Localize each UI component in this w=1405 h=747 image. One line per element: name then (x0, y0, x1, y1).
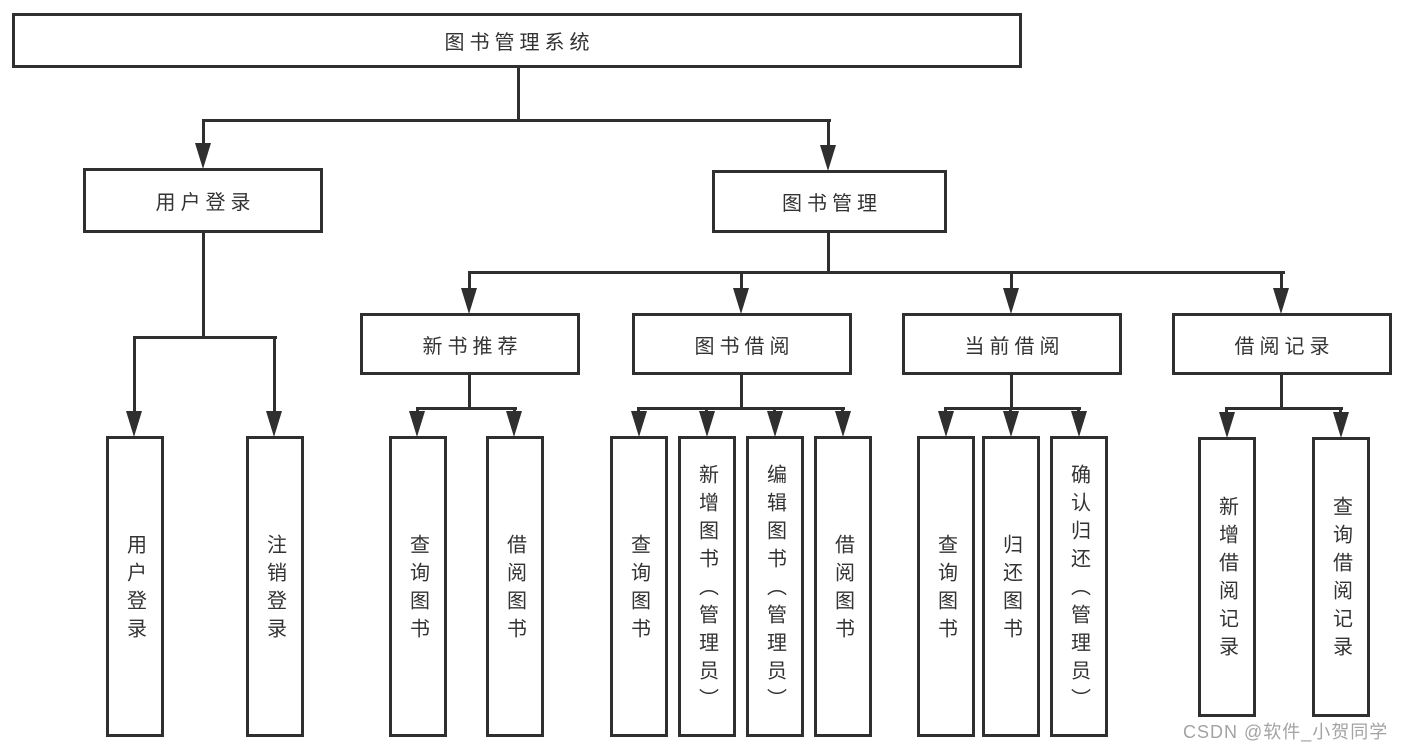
connector-line (513, 407, 516, 413)
connector-line (468, 271, 471, 290)
connector-line (202, 233, 205, 338)
connector-line (637, 407, 845, 410)
node-book-borrow: 图书借阅 (632, 313, 852, 375)
connector-line (468, 375, 471, 409)
leaf-confirm-return-admin: 确认归还（管理员） (1050, 436, 1108, 737)
connector-line (133, 336, 277, 339)
connector-line (1009, 407, 1012, 413)
connector-line (740, 375, 743, 409)
leaf-return-books: 归还图书 (982, 436, 1040, 737)
arrow-down-icon (126, 411, 142, 437)
connector-line (202, 119, 205, 145)
connector-line (944, 407, 947, 413)
connector-line (1010, 375, 1013, 409)
connector-line (517, 68, 520, 122)
arrow-down-icon (506, 411, 522, 437)
leaf-query-books: 查询图书 (389, 436, 447, 737)
connector-line (273, 336, 276, 413)
connector-line (468, 271, 1285, 274)
connector-line (133, 336, 136, 413)
leaf-query-books: 查询图书 (610, 436, 668, 737)
arrow-down-icon (1219, 412, 1235, 438)
arrow-down-icon (1273, 288, 1289, 314)
connector-line (202, 119, 831, 122)
arrow-down-icon (733, 288, 749, 314)
connector-line (705, 407, 708, 413)
connector-line (1225, 407, 1343, 410)
leaf-borrow-books: 借阅图书 (814, 436, 872, 737)
connector-line (1225, 407, 1228, 414)
connector-line (1280, 375, 1283, 409)
arrow-down-icon (409, 411, 425, 437)
connector-line (416, 407, 517, 410)
connector-line (1280, 271, 1283, 290)
arrow-down-icon (699, 411, 715, 437)
connector-line (1010, 271, 1013, 290)
leaf-add-book-admin: 新增图书（管理员） (678, 436, 736, 737)
connector-line (416, 407, 419, 413)
arrow-down-icon (195, 143, 211, 169)
arrow-down-icon (461, 288, 477, 314)
leaf-query-borrow-record: 查询借阅记录 (1312, 437, 1370, 717)
node-borrow-records: 借阅记录 (1172, 313, 1392, 375)
connector-line (637, 407, 640, 413)
leaf-query-books: 查询图书 (917, 436, 975, 737)
node-root: 图书管理系统 (12, 13, 1022, 68)
leaf-user-login: 用户登录 (106, 436, 164, 737)
connector-line (773, 407, 776, 413)
leaf-add-borrow-record: 新增借阅记录 (1198, 437, 1256, 717)
arrow-down-icon (631, 411, 647, 437)
arrow-down-icon (767, 411, 783, 437)
arrow-down-icon (266, 411, 282, 437)
leaf-edit-book-admin: 编辑图书（管理员） (746, 436, 804, 737)
leaf-borrow-books: 借阅图书 (486, 436, 544, 737)
arrow-down-icon (1333, 412, 1349, 438)
arrow-down-icon (1003, 288, 1019, 314)
connector-line (827, 119, 830, 147)
connector-line (841, 407, 844, 413)
connector-line (1077, 407, 1080, 413)
arrow-down-icon (835, 411, 851, 437)
arrow-down-icon (1003, 411, 1019, 437)
node-new-book-recommend: 新书推荐 (360, 313, 580, 375)
node-current-borrow: 当前借阅 (902, 313, 1122, 375)
arrow-down-icon (820, 145, 836, 171)
csdn-watermark: CSDN @软件_小贺同学 (1183, 722, 1389, 742)
leaf-logout: 注销登录 (246, 436, 304, 737)
connector-line (944, 407, 1081, 410)
node-book-management: 图书管理 (712, 170, 947, 233)
connector-line (740, 271, 743, 290)
node-user-login: 用户登录 (83, 168, 323, 233)
arrow-down-icon (938, 411, 954, 437)
connector-line (1339, 407, 1342, 414)
connector-line (827, 233, 830, 273)
arrow-down-icon (1071, 411, 1087, 437)
